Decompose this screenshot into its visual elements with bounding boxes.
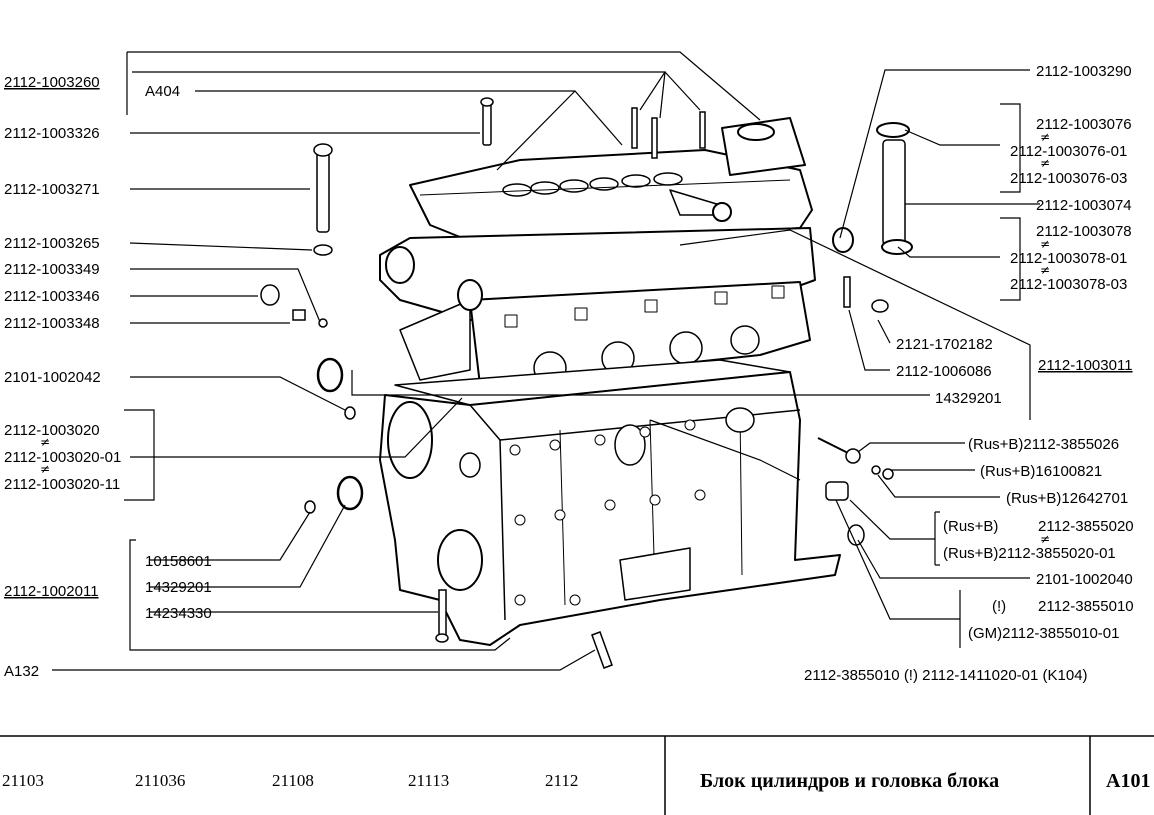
part-label-1003076-01: 2112-1003076-01 <box>1010 143 1127 160</box>
washer <box>313 244 333 256</box>
part-label-16100821: (Rus+B)16100821 <box>980 463 1102 480</box>
leader-lines <box>52 51 1040 671</box>
neq-mark: ≠ <box>1040 263 1050 277</box>
part-label-3855020-01: (Rus+B)2112-3855020-01 <box>943 545 1116 562</box>
neq-mark: ≠ <box>1040 237 1050 251</box>
right-labels: 2112-1003290 2112-1003076 ≠ 2112-1003076… <box>804 63 1134 684</box>
part-label-1003076-03: 2112-1003076-03 <box>1010 170 1127 187</box>
part-label-group-1003260: 2112-1003260 <box>4 74 100 91</box>
part-label-3855026: (Rus+B)2112-3855026 <box>968 436 1119 453</box>
footer: 21103 211036 21108 21113 2112 Блок цилин… <box>0 735 1154 815</box>
part-label-1006086: 2112-1006086 <box>896 363 992 380</box>
plug <box>260 284 280 306</box>
part-label-1003020: 2112-1003020 <box>4 422 100 439</box>
part-label-1002042: 2101-1002042 <box>4 369 101 386</box>
part-label-group-1002011: 2112-1002011 <box>4 583 99 600</box>
left-labels: 2112-1003260 A404 2112-1003326 2112-1003… <box>4 74 212 680</box>
model-211036: 211036 <box>135 771 185 790</box>
part-label-1003349: 2112-1003349 <box>4 261 100 278</box>
part-label-14234330: 14234330 <box>145 605 212 622</box>
part-label-3855010: 2112-3855010 <box>1038 598 1134 615</box>
part-note-k104: 2112-3855010 (!) 2112-1411020-01 (K104) <box>804 667 1088 684</box>
part-label-a132: A132 <box>4 663 39 680</box>
part-label-1003076: 2112-1003076 <box>1036 116 1132 133</box>
part-label-excl: (!) <box>992 598 1006 615</box>
part-label-group-1003011: 2112-1003011 <box>1038 357 1133 374</box>
part-label-1003346: 2112-1003346 <box>4 288 100 305</box>
pipe <box>882 139 906 246</box>
part-label-12642701: (Rus+B)12642701 <box>1006 490 1128 507</box>
part-label-3855010-01: (GM)2112-3855010-01 <box>968 625 1119 642</box>
model-21113: 21113 <box>408 771 449 790</box>
part-label-3855020: 2112-3855020 <box>1038 518 1134 535</box>
part-label-1003078-03: 2112-1003078-03 <box>1010 276 1127 293</box>
model-2112: 2112 <box>545 771 578 790</box>
part-label-1003348: 2112-1003348 <box>4 315 100 332</box>
neq-mark: ≠ <box>40 462 50 476</box>
page-title: Блок цилиндров и головка блока <box>700 770 999 792</box>
page-code: A101 <box>1106 770 1150 792</box>
part-label-1003078: 2112-1003078 <box>1036 223 1132 240</box>
part-label-1003020-01: 2112-1003020-01 <box>4 449 121 466</box>
model-21108: 21108 <box>272 771 314 790</box>
part-label-1003290: 2112-1003290 <box>1036 63 1132 80</box>
part-label-1003271: 2112-1003271 <box>4 181 100 198</box>
engine-illustration <box>379 117 841 646</box>
model-21103: 21103 <box>2 771 44 790</box>
part-label-1003020-11: 2112-1003020-11 <box>4 476 120 493</box>
part-label-1002040: 2101-1002040 <box>1036 571 1133 588</box>
part-label-10158601: 10158601 <box>145 553 212 570</box>
rear-oil-seal <box>316 357 344 393</box>
neq-mark: ≠ <box>1040 532 1050 546</box>
part-label-1003078-01: 2112-1003078-01 <box>1010 250 1127 267</box>
part-label-1003265: 2112-1003265 <box>4 235 100 252</box>
part-label-14329201-right: 14329201 <box>935 390 1002 407</box>
neq-mark: ≠ <box>40 435 50 449</box>
valve-cover <box>409 149 813 246</box>
part-label-rusb: (Rus+B) <box>943 518 998 535</box>
part-label-1702182: 2121-1702182 <box>896 336 993 353</box>
part-label-1003074: 2112-1003074 <box>1036 197 1132 214</box>
neq-mark: ≠ <box>1040 130 1050 144</box>
head-bolt <box>316 147 330 233</box>
part-label-14329201-left: 14329201 <box>145 579 212 596</box>
neq-mark: ≠ <box>1040 156 1050 170</box>
small-parts <box>260 97 913 669</box>
part-label-a404: A404 <box>145 83 180 100</box>
part-label-1003326: 2112-1003326 <box>4 125 100 142</box>
